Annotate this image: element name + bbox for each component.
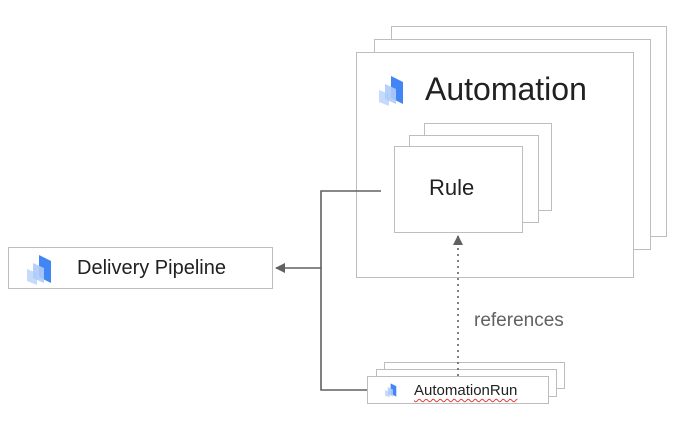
automation-label: Automation — [425, 71, 587, 107]
automation-run-node[interactable]: AutomationRun — [367, 376, 549, 404]
run-to-pipeline-edge — [275, 263, 367, 391]
delivery-pipeline-label: Delivery Pipeline — [77, 257, 226, 279]
automation-run-label: AutomationRun — [414, 382, 518, 399]
deploy-resource-icon — [385, 383, 397, 398]
references-edge-label: references — [474, 310, 564, 331]
deploy-resource-icon — [27, 255, 51, 285]
delivery-pipeline-node[interactable]: Delivery Pipeline — [8, 247, 273, 289]
rule-label: Rule — [429, 175, 475, 200]
deploy-resource-icon — [379, 76, 403, 106]
rule-node[interactable]: Rule — [394, 146, 523, 233]
rule-to-pipeline-edge — [320, 190, 381, 268]
automation-node[interactable]: Automation Rule — [356, 52, 634, 278]
